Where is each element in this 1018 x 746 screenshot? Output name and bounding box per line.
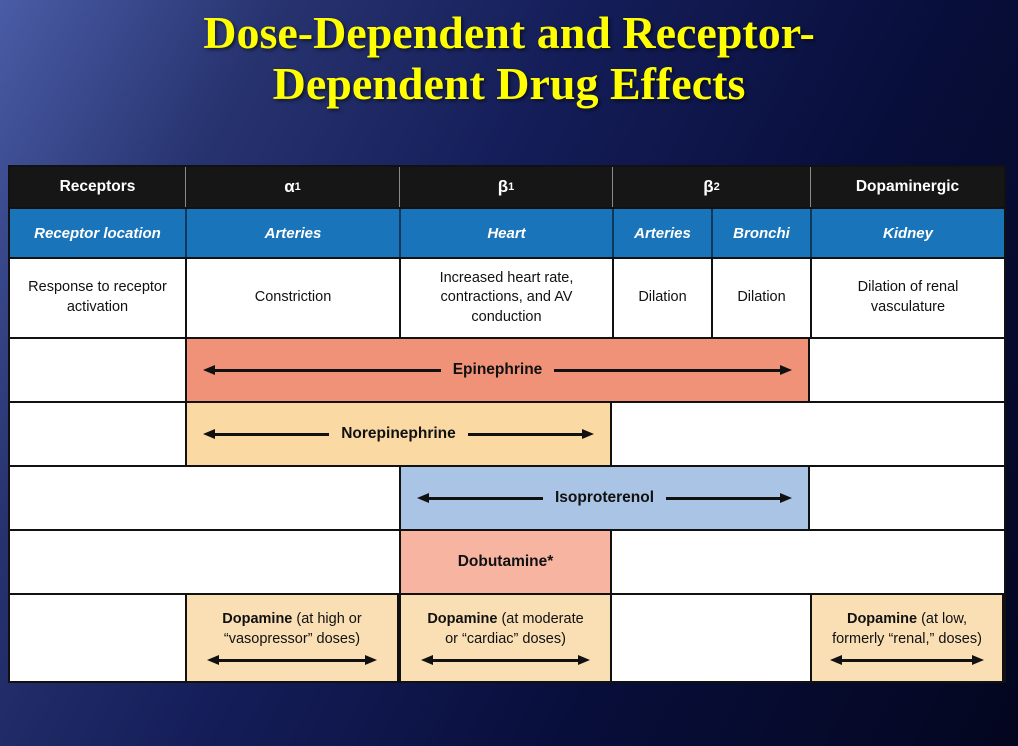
slide-title-line2: Dependent Drug Effects: [272, 57, 746, 109]
norepinephrine-range-arrow: Norepinephrine: [203, 425, 595, 443]
response-row-label: Response to receptor activation: [28, 279, 167, 315]
location-dopaminergic: Kidney: [810, 209, 1004, 257]
response-row: Response to receptor activation Constric…: [10, 257, 1004, 337]
arrow-line: [467, 432, 583, 436]
slide-title-line1: Dose-Dependent and Receptor-: [203, 7, 815, 58]
arrow-head-left-icon: [203, 365, 215, 375]
arrow-head-left-icon: [417, 493, 429, 503]
beta1-subscript: 1: [508, 181, 515, 193]
dopamine-bold: Dopamine: [427, 610, 498, 627]
arrow-line: [215, 432, 330, 436]
slide-title: Dose-Dependent and Receptor- Dependent D…: [0, 7, 1018, 109]
location-row-label: Receptor location: [34, 224, 161, 242]
response-beta1: Increased heart rate, contractions, and …: [399, 259, 612, 337]
dopamine-low-dose-label: Dopamine (at low, formerly “renal,” dose…: [832, 610, 982, 649]
receptor-location-row: Receptor location Arteries Heart Arterie…: [10, 207, 1004, 257]
isoproterenol-row: Isoproterenol: [10, 465, 1004, 529]
beta1-symbol: β: [497, 177, 509, 196]
dopamine-moderate-rest1: (at moderate: [497, 610, 584, 627]
arrow-line: [429, 496, 543, 500]
dopamine-moderate-rest2: or “cardiac” doses): [445, 630, 566, 647]
dopamine-bold: Dopamine: [222, 610, 293, 627]
isoproterenol-bar: Isoproterenol: [399, 467, 810, 529]
arrow-head-right-icon: [971, 655, 984, 666]
dopamine-moderate-range-arrow: [420, 655, 591, 666]
response-beta2-bronchi: Dilation: [711, 259, 810, 337]
norepinephrine-bar: Norepinephrine: [185, 403, 612, 465]
dobutamine-bar: Dobutamine*: [399, 531, 612, 593]
dopamine-moderate-dose-box: Dopamine (at moderate or “cardiac” doses…: [399, 595, 612, 681]
epinephrine-bar: Epinephrine: [185, 339, 810, 401]
beta2-symbol: β: [703, 177, 714, 196]
epinephrine-range-arrow: Epinephrine: [203, 361, 793, 379]
dobutamine-label: Dobutamine*: [457, 553, 554, 570]
dopamine-low-rest2: formerly “renal,” doses): [832, 630, 982, 647]
response-beta2-arteries: Dilation: [612, 259, 711, 337]
arrow-head-right-icon: [582, 429, 595, 439]
dopamine-low-rest1: (at low,: [917, 610, 968, 627]
arrow-head-left-icon: [830, 655, 843, 666]
dopamine-low-dose-box: Dopamine (at low, formerly “renal,” dose…: [810, 595, 1004, 681]
location-beta2-arteries: Arteries: [612, 209, 711, 257]
isoproterenol-label: Isoproterenol: [554, 489, 655, 506]
dobutamine-row: Dobutamine*: [10, 529, 1004, 593]
location-alpha1: Arteries: [185, 209, 399, 257]
norepinephrine-label: Norepinephrine: [341, 425, 456, 442]
header-receptors: Receptors: [59, 178, 136, 195]
location-beta1: Heart: [399, 209, 612, 257]
norepinephrine-row: Norepinephrine: [10, 401, 1004, 465]
arrow-head-right-icon: [578, 655, 591, 666]
epinephrine-label: Epinephrine: [452, 361, 543, 378]
arrow-head-left-icon: [203, 429, 215, 439]
response-alpha1: Constriction: [185, 259, 399, 337]
dopamine-high-dose-box: Dopamine (at high or “vasopressor” doses…: [185, 595, 399, 681]
arrow-head-right-icon: [780, 365, 793, 375]
dopamine-low-range-arrow: [830, 655, 984, 666]
alpha1-symbol: α: [284, 177, 295, 196]
dopamine-row: Dopamine (at high or “vasopressor” doses…: [10, 593, 1004, 681]
isoproterenol-range-arrow: Isoproterenol: [417, 489, 793, 507]
arrow-line: [218, 658, 366, 662]
arrow-head-left-icon: [420, 655, 433, 666]
dopamine-high-rest2: “vasopressor” doses): [223, 630, 361, 647]
arrow-line: [554, 368, 781, 372]
arrow-head-right-icon: [780, 493, 793, 503]
arrow-line: [666, 496, 781, 500]
location-beta2-bronchi: Bronchi: [711, 209, 810, 257]
dopamine-moderate-dose-label: Dopamine (at moderate or “cardiac” doses…: [427, 610, 583, 649]
header-dopaminergic: Dopaminergic: [810, 167, 1004, 207]
arrow-line: [842, 658, 972, 662]
arrow-line: [215, 368, 441, 372]
epinephrine-row: Epinephrine: [10, 337, 1004, 401]
beta2-subscript: 2: [713, 181, 720, 193]
dopamine-high-dose-label: Dopamine (at high or “vasopressor” doses…: [222, 610, 361, 649]
arrow-head-right-icon: [365, 655, 378, 666]
arrow-head-left-icon: [206, 655, 219, 666]
dopamine-high-range-arrow: [206, 655, 378, 666]
dopamine-bold: Dopamine: [846, 610, 918, 627]
dopamine-high-rest1: (at high or: [292, 610, 362, 627]
alpha1-subscript: 1: [294, 181, 301, 193]
response-dopaminergic: Dilation of renal vasculature: [810, 259, 1004, 337]
arrow-line: [432, 658, 579, 662]
